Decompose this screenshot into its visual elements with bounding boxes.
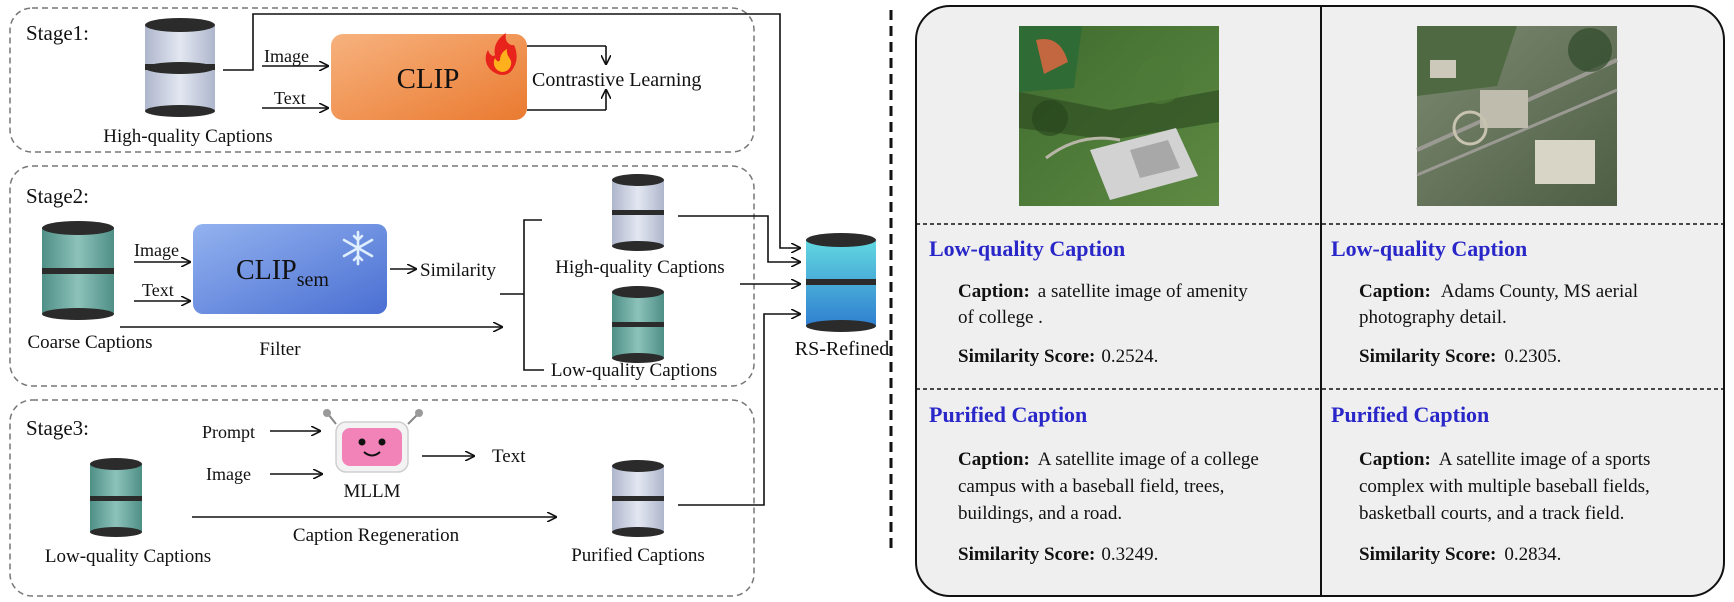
filter-brace — [500, 219, 544, 371]
stage2-label: Stage2: — [26, 184, 89, 208]
examples-panel: Low-quality Caption Caption:a satellite … — [915, 5, 1725, 597]
clip-model-box — [331, 34, 527, 120]
purified-caption-line-1b: campus with a baseball field, trees, — [958, 476, 1224, 497]
stage2-image-label: Image — [134, 240, 179, 260]
stage1-label: Stage1: — [26, 21, 89, 45]
purified-caption-title-2: Purified Caption — [1331, 402, 1489, 427]
similarity-label: Similarity — [420, 260, 497, 281]
low-caption-line-2a: Caption:Adams County, MS aerial — [1359, 281, 1638, 302]
stage2-panel: Stage2: Coarse Captions Image Text CLIPs… — [9, 165, 755, 387]
purified-caption-line-2b: complex with multiple baseball fields, — [1359, 476, 1650, 497]
stage3-text-output-label: Text — [492, 446, 526, 467]
stage2-text-label: Text — [142, 280, 174, 300]
high-quality-database-icon — [612, 174, 664, 251]
satellite-image-2 — [1416, 26, 1618, 206]
purified-captions-label: Purified Captions — [571, 545, 705, 566]
low-caption-line-1a: Caption:a satellite image of amenity — [958, 281, 1248, 302]
coarse-captions-label: Coarse Captions — [27, 332, 152, 353]
coarse-captions-database-icon — [42, 221, 114, 320]
snowflake-icon — [342, 230, 374, 266]
caption-regeneration-label: Caption Regeneration — [293, 525, 460, 546]
low-quality-caption-title-2: Low-quality Caption — [1331, 236, 1527, 261]
stage1-image-label: Image — [264, 46, 309, 66]
purified-caption-line-1a: Caption:A satellite image of a college — [958, 449, 1259, 470]
low-caption-line-1b: of college . — [958, 307, 1043, 328]
fire-icon — [485, 33, 517, 75]
prompt-label: Prompt — [202, 422, 255, 442]
mllm-label: MLLM — [344, 481, 401, 502]
contrastive-learning-label: Contrastive Learning — [532, 69, 701, 91]
purified-caption-line-1c: buildings, and a road. — [958, 503, 1122, 524]
low-score-2: Similarity Score:0.2305. — [1359, 346, 1561, 367]
mllm-robot-icon — [323, 409, 423, 473]
low-score-1: Similarity Score:0.2524. — [958, 346, 1158, 367]
clip-model-label: CLIP — [397, 63, 460, 95]
rs-refined-database-icon — [806, 233, 876, 332]
clip-sem-model-box — [193, 224, 387, 314]
merge-connectors — [223, 13, 800, 506]
clip-sem-model-label: CLIPsem — [236, 255, 329, 291]
stage1-text-label: Text — [274, 88, 306, 108]
purified-score-1: Similarity Score:0.3249. — [958, 544, 1158, 565]
stage1-database-icon — [145, 18, 215, 117]
stage3-image-label: Image — [206, 464, 251, 484]
low-quality-caption-title-1: Low-quality Caption — [929, 236, 1125, 261]
purified-database-icon — [612, 460, 664, 537]
purified-score-2: Similarity Score:0.2834. — [1359, 544, 1561, 565]
rs-refined-label: RS-Refined — [795, 338, 889, 360]
stage3-label: Stage3: — [26, 416, 89, 440]
purified-caption-title-1: Purified Caption — [929, 402, 1087, 427]
stage1-db-label: High-quality Captions — [103, 126, 272, 147]
stage1-panel: Stage1: High-quality Captions Image Text… — [9, 7, 755, 153]
stage3-low-quality-label: Low-quality Captions — [45, 546, 211, 567]
low-caption-line-2b: photography detail. — [1359, 307, 1507, 328]
stage3-panel: Stage3: Low-quality Captions Prompt Imag… — [9, 399, 755, 597]
low-quality-captions-label: Low-quality Captions — [551, 360, 717, 381]
satellite-image-1 — [1019, 26, 1219, 206]
low-quality-database-icon — [612, 286, 664, 363]
high-quality-captions-label: High-quality Captions — [555, 257, 724, 278]
purified-caption-line-2a: Caption:A satellite image of a sports — [1359, 449, 1650, 470]
purified-caption-line-2c: basketball courts, and a track field. — [1359, 503, 1624, 524]
filter-label: Filter — [259, 339, 301, 360]
stage3-low-quality-database-icon — [90, 458, 142, 537]
